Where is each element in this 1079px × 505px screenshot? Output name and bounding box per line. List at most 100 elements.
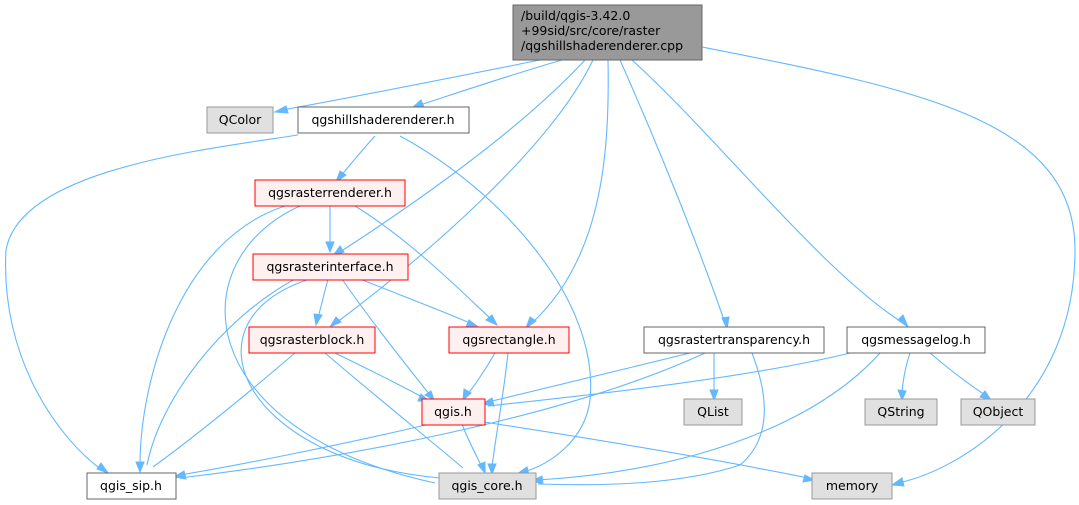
- node-root-file[interactable]: /build/qgis-3.42.0 +99sid/src/core/raste…: [512, 4, 703, 61]
- arrowhead-rasterblock: [313, 313, 323, 327]
- edge-rectangle-qgis: [466, 352, 496, 396]
- edge-rasterblock-sip: [152, 352, 296, 468]
- node-root-line-1: /build/qgis-3.42.0: [521, 8, 630, 23]
- edge-hillshade-rasterrenderer: [339, 135, 376, 178]
- node-qobject[interactable]: QObject: [960, 398, 1036, 426]
- node-qgsrasterblock-h-label: qgsrasterblock.h: [260, 332, 365, 347]
- edge-root-hillshade: [419, 59, 563, 106]
- node-qgsrectangle-h-label: qgsrectangle.h: [462, 332, 555, 347]
- node-qgsrasterrenderer-h-box: [254, 179, 406, 207]
- arrowhead-core-from-messagelog: [530, 475, 544, 485]
- node-qcolor-box: [206, 106, 274, 134]
- arrowhead-qlist: [709, 389, 719, 402]
- node-qgis-sip-h-box: [86, 472, 177, 500]
- node-qgsrectangle-h[interactable]: qgsrectangle.h: [448, 326, 570, 354]
- node-qlist-box: [683, 398, 743, 426]
- node-qgis-sip-h[interactable]: qgis_sip.h: [86, 472, 177, 500]
- arrowhead-rasterblock-from-root: [328, 316, 342, 329]
- arrowhead-qgis-from-interface: [424, 390, 435, 402]
- edge-messagelog-qobject: [929, 352, 986, 396]
- edge-rasterrenderer-rectangle: [354, 205, 493, 321]
- node-qstring-box: [864, 398, 938, 426]
- node-qgis-h[interactable]: qgis.h: [421, 398, 486, 426]
- node-qobject-box: [960, 398, 1036, 426]
- node-qgsrectangle-h-box: [448, 326, 570, 354]
- edge-hillshade-sip: [5, 134, 299, 471]
- arrowhead-core-from-qgis: [477, 461, 486, 475]
- node-qgsrasterblock-h[interactable]: qgsrasterblock.h: [248, 326, 376, 354]
- node-root-line-2: +99sid/src/core/raster: [521, 23, 661, 38]
- arrowhead-rasterinterface-from-renderer: [325, 241, 335, 254]
- node-qgsrastertransparency-h[interactable]: qgsrastertransparency.h: [643, 326, 825, 354]
- node-root-line-3: /qgshillshaderenderer.cpp: [521, 38, 683, 53]
- node-memory-box: [811, 472, 893, 500]
- arrowhead-sip-from-renderer: [135, 461, 145, 474]
- edges: [5, 46, 1076, 486]
- node-qgsrasterinterface-h[interactable]: qgsrasterinterface.h: [252, 253, 409, 281]
- node-qobject-label: QObject: [973, 404, 1024, 419]
- arrowhead-sip-from-qgis: [172, 470, 187, 480]
- edge-messagelog-qstring: [901, 352, 911, 394]
- arrowhead-qcolor: [273, 105, 289, 114]
- node-qgsrasterblock-h-box: [248, 326, 376, 354]
- node-qgis-sip-h-label: qgis_sip.h: [100, 478, 162, 493]
- edge-rectangle-core: [491, 352, 509, 468]
- node-qgis-core-h-box: [438, 472, 537, 500]
- edge-qgis-core: [461, 423, 483, 468]
- arrowhead-rectangle-from-root: [524, 316, 537, 330]
- arrowhead-rasterrenderer: [334, 170, 347, 184]
- arrowhead-qgis-from-rectangle: [462, 388, 472, 402]
- node-qgsrastertransparency-h-label: qgsrastertransparency.h: [658, 332, 810, 347]
- node-memory-label: memory: [826, 478, 879, 493]
- node-qgsmessagelog-h-label: qgsmessagelog.h: [861, 332, 971, 347]
- node-qgsmessagelog-h-box: [846, 326, 986, 354]
- edge-messagelog-qgis: [487, 352, 851, 407]
- edge-rasterinterface-core: [240, 278, 441, 479]
- edge-rasterinterface-rectangle: [359, 278, 471, 324]
- node-qcolor[interactable]: QColor: [206, 106, 274, 134]
- edge-rasterinterface-qgis: [341, 278, 431, 396]
- node-qgis-core-h[interactable]: qgis_core.h: [438, 472, 537, 500]
- node-qgshillshaderenderer-h-label: qgshillshaderenderer.h: [312, 112, 455, 127]
- node-qstring-label: QString: [877, 404, 924, 419]
- node-qlist[interactable]: QList: [683, 398, 743, 426]
- edge-rasterblock-qgis: [334, 352, 423, 398]
- node-memory[interactable]: memory: [811, 472, 893, 500]
- arrowhead-memory-from-root: [890, 477, 905, 487]
- node-qgshillshaderenderer-h[interactable]: qgshillshaderenderer.h: [297, 106, 470, 134]
- arrowhead-transparency: [721, 316, 730, 331]
- edge-rasterrenderer-core: [224, 205, 436, 484]
- arrowhead-core-from-rectangle: [487, 463, 497, 476]
- arrowhead-qstring: [897, 389, 907, 402]
- edge-root-messagelog: [631, 59, 904, 324]
- node-qgsrasterinterface-h-label: qgsrasterinterface.h: [266, 259, 393, 274]
- edge-root-memory: [701, 46, 1076, 484]
- edge-transparency-core: [537, 352, 765, 486]
- node-qgsrasterinterface-h-box: [252, 253, 409, 281]
- node-root-box: [512, 4, 703, 61]
- arrowhead-rectangle-from-renderer: [485, 314, 499, 327]
- node-qgshillshaderenderer-h-box: [297, 106, 470, 134]
- node-qlist-label: QList: [697, 404, 729, 419]
- edge-root-qcolor: [281, 59, 541, 111]
- edge-messagelog-core: [537, 352, 881, 481]
- edge-rasterinterface-rasterblock: [317, 278, 329, 319]
- edge-transparency-qgis: [487, 352, 691, 403]
- edge-qgis-sip: [179, 423, 431, 476]
- node-qgsrasterrenderer-h[interactable]: qgsrasterrenderer.h: [254, 179, 406, 207]
- edge-rasterinterface-sip: [146, 278, 296, 466]
- node-qgis-h-label: qgis.h: [434, 404, 472, 419]
- edge-rasterrenderer-sip: [139, 205, 286, 466]
- arrowheads: [96, 99, 993, 487]
- arrowhead-rectangle-from-interface: [465, 319, 479, 328]
- node-qgsmessagelog-h[interactable]: qgsmessagelog.h: [846, 326, 986, 354]
- edge-root-rectangle: [531, 59, 609, 324]
- edge-hillshade-core: [399, 135, 592, 473]
- edge-rasterblock-core: [324, 352, 464, 469]
- edge-root-rasterblock: [335, 59, 594, 324]
- node-qstring[interactable]: QString: [864, 398, 938, 426]
- edge-root-transparency: [619, 59, 726, 324]
- arrowhead-messagelog: [897, 314, 910, 329]
